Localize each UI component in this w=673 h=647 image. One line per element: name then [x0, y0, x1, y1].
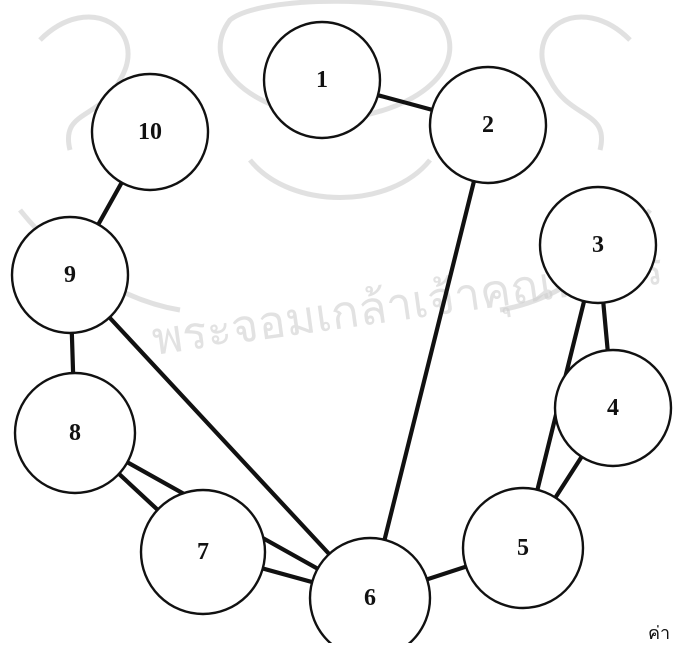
- node-layer: 1 2 3 4 5 6 7 8 9 10: [10, 20, 673, 643]
- node-circle: [10, 215, 130, 335]
- node-5: 5: [461, 486, 585, 610]
- node-6: 6: [308, 536, 432, 643]
- node-7: 7: [139, 488, 267, 616]
- node-2: 2: [428, 65, 548, 185]
- node-label: 8: [69, 420, 81, 446]
- node-circle: [90, 72, 210, 192]
- node-circle: [538, 185, 658, 305]
- node-4: 4: [553, 348, 673, 468]
- node-circle: [139, 488, 267, 616]
- node-label: 2: [482, 112, 494, 138]
- node-circle: [428, 65, 548, 185]
- node-label: 4: [607, 395, 619, 421]
- node-label: 3: [592, 232, 604, 258]
- node-circle: [308, 536, 432, 643]
- node-3: 3: [538, 185, 658, 305]
- node-label: 5: [517, 535, 529, 561]
- node-circle: [553, 348, 673, 468]
- node-label: 7: [197, 539, 209, 565]
- node-10: 10: [90, 72, 210, 192]
- node-circle: [13, 371, 137, 495]
- node-label: 9: [64, 262, 76, 288]
- node-label: 6: [364, 585, 376, 611]
- node-label: 1: [316, 67, 328, 93]
- edge-9-6: [67, 272, 373, 601]
- node-8: 8: [13, 371, 137, 495]
- node-label: 10: [138, 119, 162, 145]
- node-9: 9: [10, 215, 130, 335]
- node-circle: [262, 20, 382, 140]
- corner-text-fragment: ค่า: [648, 623, 671, 644]
- edge-2-6: [367, 122, 491, 601]
- node-circle: [461, 486, 585, 610]
- node-1: 1: [262, 20, 382, 140]
